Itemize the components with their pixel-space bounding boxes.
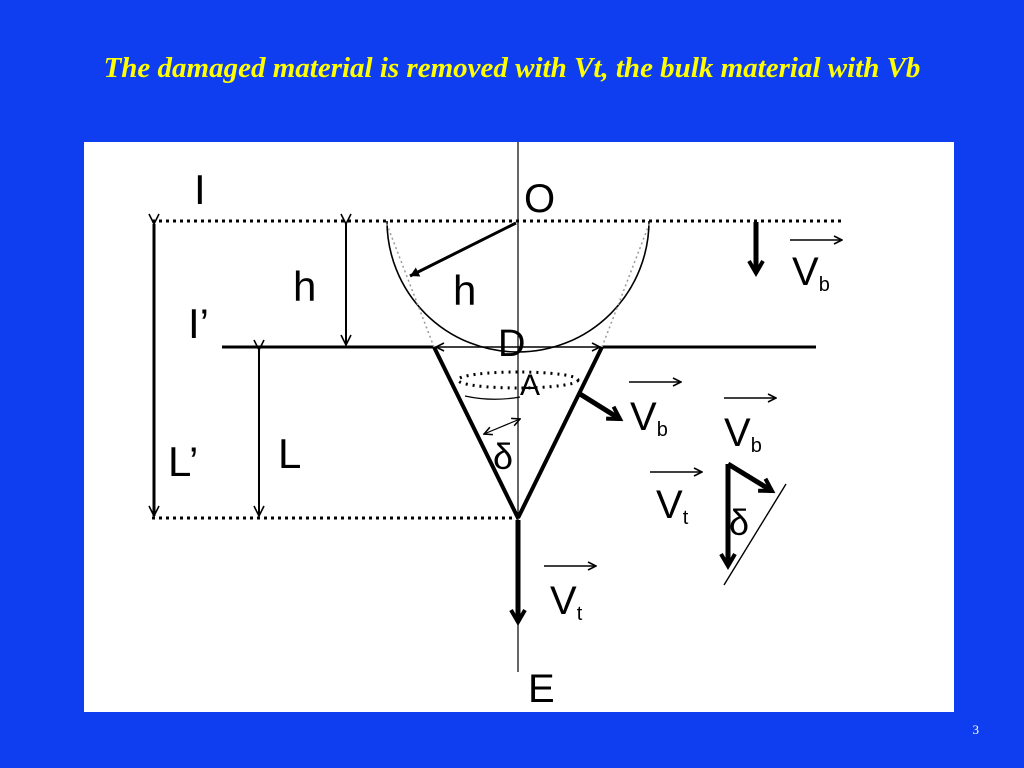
vb-top-sub: b: [819, 274, 830, 296]
label-delta-triangle: δ: [729, 502, 749, 543]
vb-cone-sub: b: [657, 419, 668, 441]
area-a-ellipse: [456, 370, 580, 390]
vt-triangle-sub: t: [683, 507, 689, 529]
vt-bottom-label: Vt: [550, 579, 583, 625]
label-i: I: [194, 166, 206, 213]
vb-triangle-label: Vb: [724, 411, 762, 457]
page-number: 3: [972, 722, 980, 737]
vt-bottom-sub: t: [577, 603, 583, 625]
cone-extension-left: [385, 221, 435, 348]
radius-h-arrow: [409, 221, 517, 278]
label-d: D: [498, 323, 525, 365]
cone-angle-arc: [464, 395, 521, 400]
etch-track-diagram: I O I’ h h D A δ L’ L E δ Vb Vb Vb Vt Vt: [84, 142, 844, 711]
vb-triangle-sub: b: [751, 435, 762, 457]
cone-left-wall: [432, 346, 520, 519]
cone-extension-right: [601, 221, 651, 348]
delta-double-arrow: [484, 419, 520, 434]
vb-cone-arrow: [578, 391, 624, 422]
label-h-left: h: [293, 263, 316, 310]
label-i-prime: I’: [188, 300, 209, 347]
triangle-hypotenuse: [723, 483, 787, 586]
label-a: A: [520, 369, 540, 402]
vt-triangle-label: Vt: [656, 483, 689, 529]
label-delta-cone: δ: [493, 436, 513, 477]
radius-h-arc: [386, 220, 650, 353]
label-e: E: [528, 667, 555, 711]
diagram-canvas: I O I’ h h D A δ L’ L E δ Vb Vb Vb Vt Vt: [84, 142, 954, 712]
label-l: L: [278, 430, 301, 477]
label-l-prime: L’: [168, 438, 198, 485]
vb-triangle-arrow: [726, 461, 776, 494]
label-h-radius: h: [453, 267, 476, 314]
cone-right-wall: [516, 346, 604, 519]
slide-title: The damaged material is removed with Vt,…: [103, 52, 921, 84]
vb-cone-label: Vb: [630, 395, 668, 441]
vb-top-label: Vb: [792, 250, 830, 296]
label-o: O: [524, 177, 555, 221]
